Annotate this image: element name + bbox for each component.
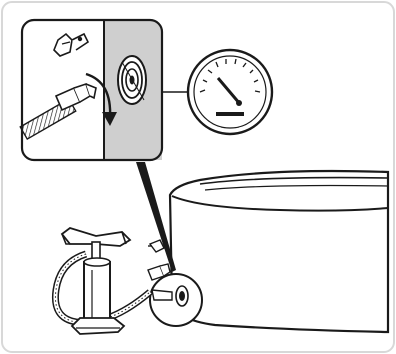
air-valve [118, 56, 146, 104]
inflatable-pool [170, 171, 388, 332]
valve-callout-circle [150, 274, 202, 326]
pressure-gauge [188, 50, 272, 134]
